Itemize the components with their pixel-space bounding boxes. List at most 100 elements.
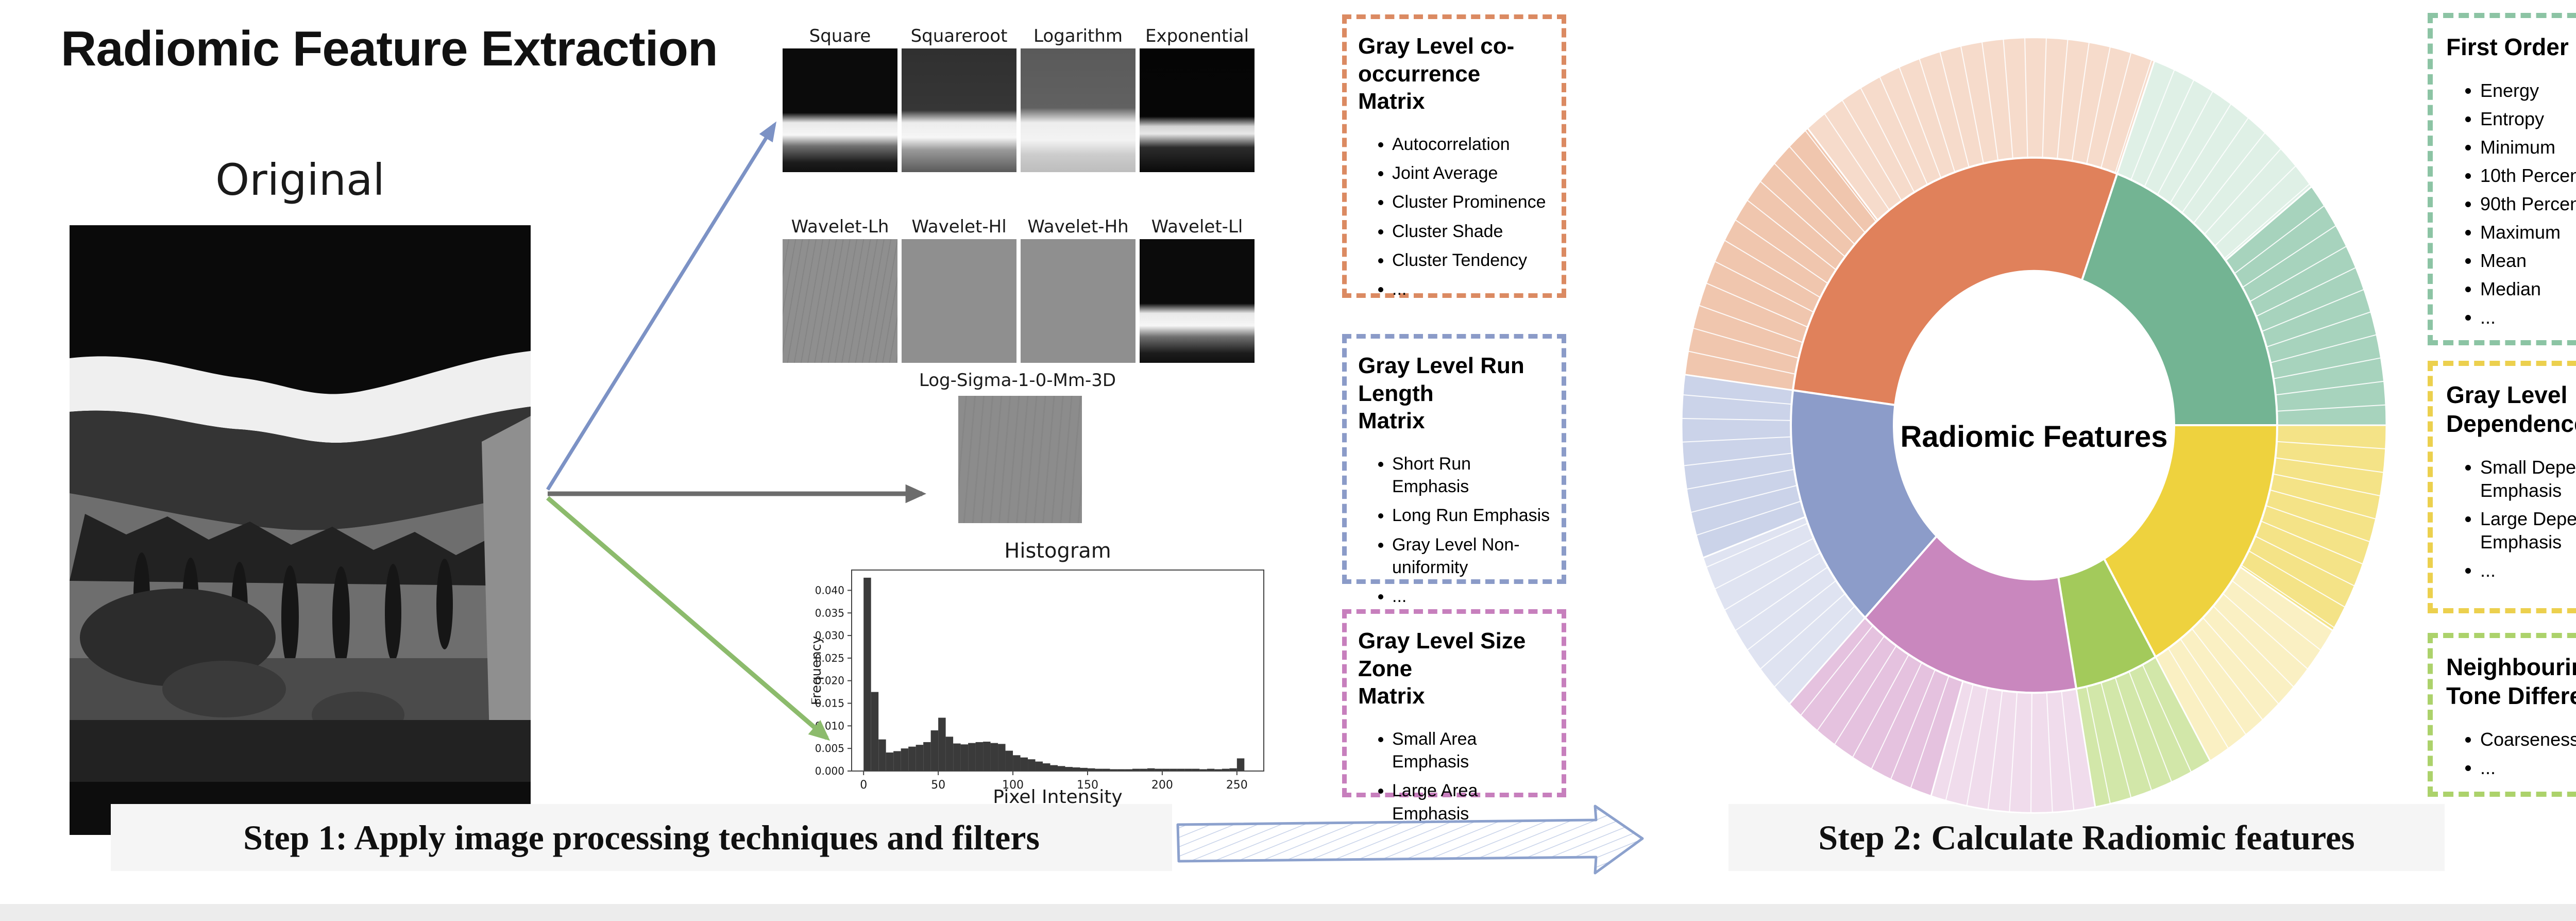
sunburst-separator bbox=[1981, 41, 1999, 161]
hist-ytick: 0.010 bbox=[815, 719, 844, 732]
filter-label: Wavelet-Ll bbox=[1151, 216, 1243, 237]
log-sigma-label: Log-Sigma-1-0-Mm-3D bbox=[919, 370, 1116, 391]
hist-bar bbox=[916, 745, 924, 771]
hist-bar bbox=[1155, 768, 1162, 771]
hist-bar bbox=[1125, 769, 1132, 771]
filter-label: Exponential bbox=[1145, 26, 1249, 46]
filter-label: Square bbox=[809, 26, 871, 46]
hist-bar bbox=[871, 692, 879, 771]
sunburst-separator bbox=[1706, 282, 1808, 328]
sunburst-separator bbox=[1714, 261, 1814, 313]
glrlm-feature-item: Gray Level Non- uniformity bbox=[1392, 533, 1550, 579]
sunburst-separator bbox=[1735, 566, 1828, 631]
sunburst-separator bbox=[2234, 205, 2325, 274]
first-order-feature-item: ... bbox=[2480, 306, 2576, 329]
filter-cell: Wavelet-Hl bbox=[902, 216, 1016, 363]
sunburst-inner-segment bbox=[1791, 156, 2119, 407]
hist-bar bbox=[1013, 755, 1021, 771]
hist-bar bbox=[960, 744, 969, 771]
sunburst-separator bbox=[1714, 538, 1814, 590]
sunburst-outer-segment bbox=[2075, 656, 2211, 808]
page-title: Radiomic Feature Extraction bbox=[61, 21, 718, 76]
filter-label: Wavelet-Hh bbox=[1027, 216, 1129, 237]
filter-label: Wavelet-Hl bbox=[911, 216, 1007, 237]
hist-xtick: 100 bbox=[1002, 779, 1024, 792]
filter-label: Logarithm bbox=[1033, 26, 1123, 46]
sunburst-separator bbox=[2046, 692, 2053, 813]
sunburst-separator bbox=[2249, 245, 2347, 303]
sunburst-separator bbox=[1789, 146, 1866, 233]
hist-bar bbox=[938, 717, 946, 771]
hist-bar bbox=[1229, 768, 1237, 771]
sunburst-separator bbox=[1690, 484, 1798, 513]
first-order-box-title: First Order Statistics bbox=[2446, 34, 2576, 60]
sunburst-separator bbox=[1759, 593, 1845, 670]
sunburst-separator bbox=[1696, 500, 1801, 536]
step2-caption: Step 2: Calculate Radiomic features bbox=[1728, 804, 2445, 871]
sunburst-separator bbox=[1683, 394, 1792, 405]
hist-bar bbox=[1058, 766, 1065, 771]
sunburst-separator bbox=[2142, 664, 2192, 773]
sunburst-separator bbox=[2255, 535, 2355, 587]
ngtdm-feature-list: Coarseness... bbox=[2446, 728, 2576, 779]
sunburst-separator bbox=[2170, 103, 2232, 204]
sunburst-separator bbox=[2266, 311, 2371, 348]
sunburst-separator bbox=[2144, 79, 2195, 187]
first-order-feature-list: EnergyEntropyMinimum10th Percentile90th … bbox=[2446, 79, 2576, 329]
sunburst-separator bbox=[2213, 606, 2295, 688]
sunburst-separator bbox=[1686, 468, 1794, 490]
sunburst-segment-label: Gray Level Dependence Matrix bbox=[2150, 471, 2266, 633]
sunburst-separator bbox=[2202, 617, 2279, 705]
hist-xtick: 0 bbox=[860, 779, 867, 792]
filter-cell: Square bbox=[783, 26, 897, 172]
sunburst-separator bbox=[1688, 350, 1795, 375]
sunburst-separator bbox=[2181, 117, 2249, 213]
glcm-feature-item: Autocorrelation bbox=[1392, 133, 1550, 156]
first-order-feature-item: 90th Percentile bbox=[2480, 192, 2576, 215]
gldm-feature-list: Small Dependence EmphasisLarge Dependenc… bbox=[2446, 456, 2576, 582]
hist-ytick: 0.040 bbox=[815, 584, 844, 596]
sunburst-separator bbox=[1834, 645, 1897, 745]
hist-xtick: 250 bbox=[1226, 779, 1248, 792]
glszm-box-title: Gray Level Size Zone Matrix bbox=[1358, 628, 1526, 709]
sunburst-separator bbox=[2275, 380, 2384, 396]
glszm-feature-list: Small Area EmphasisLarge Area Emphasis..… bbox=[1358, 728, 1550, 854]
hist-bar bbox=[1020, 757, 1028, 771]
sunburst-separator bbox=[2061, 691, 2075, 811]
hist-xtick: 50 bbox=[931, 779, 945, 792]
glcm-feature-list: AutocorrelationJoint AverageCluster Prom… bbox=[1358, 133, 1550, 300]
hist-bar bbox=[1184, 768, 1192, 771]
sunburst-separator bbox=[2261, 521, 2363, 565]
gldm-feature-item: Small Dependence Emphasis bbox=[2480, 456, 2576, 502]
ngtdm-box-title: Neighbouring Gray Tone Difference Matrix bbox=[2446, 654, 2576, 710]
hist-bar bbox=[1192, 768, 1200, 771]
hist-bar bbox=[1214, 769, 1222, 771]
hist-bar bbox=[1132, 768, 1140, 771]
glrlm-box-title: Gray Level Run Length Matrix bbox=[1358, 353, 1524, 434]
glrlm-feature-item: ... bbox=[1392, 585, 1550, 608]
sunburst-separator bbox=[1805, 130, 1877, 222]
glcm-box-title: Gray Level co- occurrence Matrix bbox=[1358, 34, 1515, 114]
sunburst-segment-label: Gray Level Co-occurrence Matrix bbox=[1848, 189, 2033, 332]
sunburst-separator bbox=[2100, 52, 2132, 169]
hist-bar bbox=[1095, 768, 1103, 771]
sunburst-separator bbox=[1724, 240, 1821, 298]
sunburst-separator bbox=[2242, 225, 2336, 288]
hist-bar bbox=[1043, 763, 1050, 771]
mri-art bbox=[70, 225, 531, 835]
sunburst-outer-segment bbox=[1684, 127, 1879, 391]
hist-bar bbox=[930, 730, 939, 771]
filter-image bbox=[902, 239, 1016, 363]
sunburst-separator bbox=[1824, 113, 1890, 211]
hist-bar bbox=[1072, 767, 1080, 771]
sunburst-separator bbox=[2086, 686, 2111, 804]
sunburst-separator bbox=[2180, 639, 2247, 735]
hist-bar bbox=[945, 736, 954, 771]
sunburst-separator bbox=[1860, 87, 1915, 193]
sunburst-separator bbox=[1735, 219, 1828, 284]
hist-bar bbox=[878, 739, 886, 771]
sunburst-separator bbox=[2277, 404, 2386, 412]
hist-bar bbox=[1102, 768, 1110, 771]
glcm-feature-item: ... bbox=[1392, 278, 1550, 300]
